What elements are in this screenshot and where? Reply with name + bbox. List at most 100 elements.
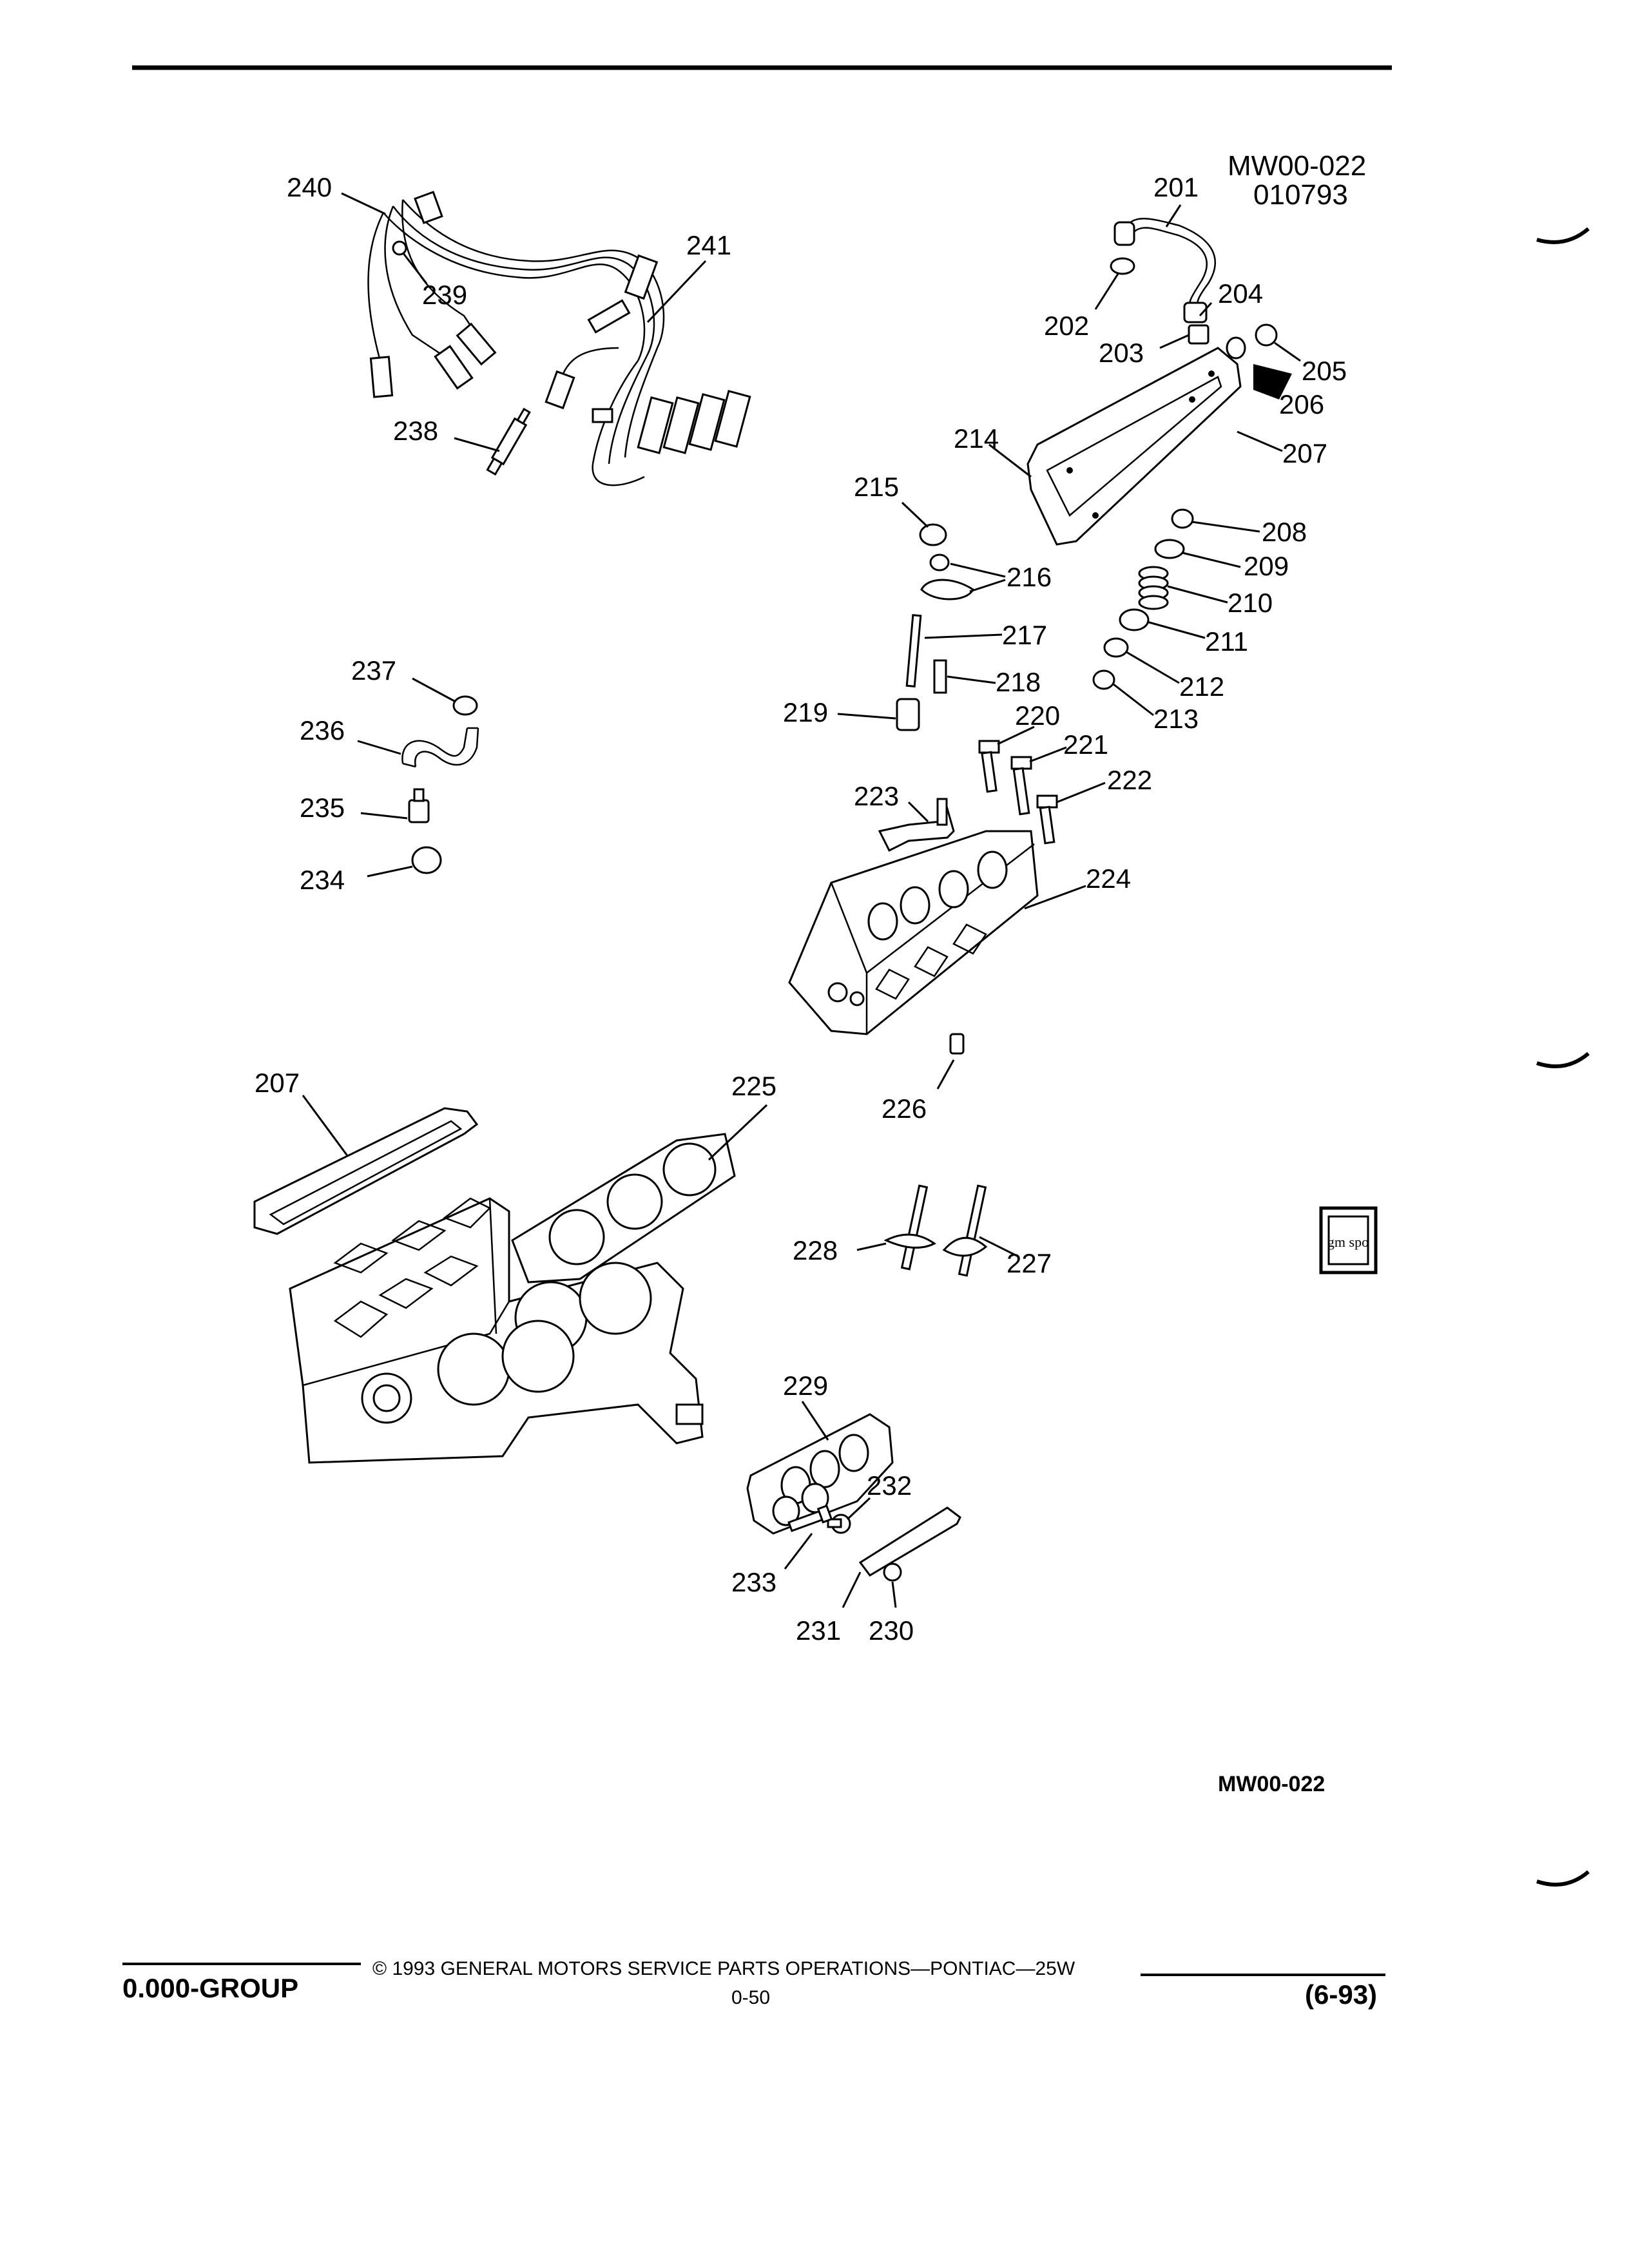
callout-227: 227 (1007, 1248, 1052, 1278)
leader-211 (1146, 620, 1206, 639)
callout-222: 222 (1107, 765, 1152, 795)
leader-234 (367, 865, 413, 878)
leader-216b (969, 579, 1006, 593)
callout-224: 224 (1086, 863, 1131, 894)
lifter-retainer-229 (746, 1413, 894, 1535)
callout-207: 207 (1282, 438, 1327, 468)
callout-209: 209 (1244, 551, 1289, 581)
callout-203: 203 (1099, 338, 1144, 368)
callout-232: 232 (867, 1470, 912, 1501)
callout-207-block: 207 (255, 1068, 300, 1098)
engine-block (289, 1197, 704, 1464)
leader-201 (1165, 204, 1182, 227)
callout-220: 220 (1015, 700, 1060, 731)
leader-227 (979, 1236, 1019, 1258)
leader-219 (837, 713, 896, 720)
callout-223: 223 (854, 781, 899, 811)
footer-group: 0.000-GROUP (122, 1973, 298, 2003)
nut-230 (883, 1562, 902, 1582)
valve-cover (1027, 347, 1242, 546)
bolt-220 (978, 740, 1000, 793)
leader-229 (801, 1401, 829, 1441)
illustration-ref: MW00-022 (1218, 1772, 1325, 1796)
spark-plug (486, 407, 531, 476)
rocker-arm-216 (920, 579, 974, 601)
callout-216: 216 (1007, 562, 1052, 592)
leader-215 (901, 501, 929, 528)
spark-plug-wire-harness (367, 191, 751, 486)
stud-218 (933, 659, 947, 694)
leader-207b (302, 1095, 349, 1157)
bolt-232 (827, 1514, 851, 1534)
leader-241 (646, 260, 707, 323)
leader-230 (891, 1581, 897, 1608)
callout-229: 229 (783, 1370, 828, 1401)
callout-236: 236 (300, 715, 345, 745)
ball-216 (929, 553, 950, 572)
footer-page: 0-50 (731, 1987, 770, 2008)
lifter-219 (896, 698, 920, 731)
plug-226 (949, 1033, 965, 1055)
callout-215: 215 (854, 472, 899, 502)
callout-221: 221 (1063, 729, 1108, 760)
leader-216a (950, 562, 1006, 578)
leader-202 (1094, 273, 1119, 310)
clamp-237 (452, 695, 478, 716)
leader-238 (454, 437, 500, 452)
sensor-235 (408, 788, 430, 823)
hose-236 (401, 727, 479, 768)
callout-234: 234 (300, 865, 345, 895)
leader-208 (1191, 521, 1260, 533)
spring-damper-211 (1119, 608, 1150, 631)
leader-232 (846, 1497, 871, 1521)
bolt-222 (1036, 794, 1058, 845)
callout-211: 211 (1205, 626, 1248, 657)
leader-214 (988, 443, 1032, 478)
cylinder-head (788, 830, 1039, 1035)
callout-218: 218 (996, 667, 1041, 697)
gmspo-logo: gm spo (1319, 1206, 1378, 1274)
binding-mark-2 (1536, 1052, 1590, 1068)
binding-mark-3 (1536, 1870, 1590, 1887)
callout-226: 226 (882, 1093, 927, 1124)
callout-238: 238 (393, 416, 438, 446)
leader-225 (708, 1104, 768, 1161)
leader-212 (1126, 651, 1180, 684)
callout-233: 233 (731, 1567, 776, 1597)
binding-mark-1 (1536, 227, 1590, 244)
leader-210 (1167, 585, 1228, 604)
leader-237 (412, 677, 455, 702)
grommet-202 (1110, 257, 1135, 275)
valve-lock-208 (1171, 508, 1194, 529)
arrow-206 (1253, 364, 1292, 399)
nut-215 (919, 523, 947, 546)
figure-date: 010793 (1253, 179, 1348, 211)
pcv-tube (1113, 218, 1216, 323)
leader-239 (401, 252, 428, 284)
valve-spring-210 (1138, 566, 1169, 610)
leader-213 (1113, 683, 1154, 716)
pushrod-217 (905, 614, 922, 687)
leader-235 (360, 812, 408, 820)
leader-222 (1056, 782, 1106, 803)
callout-228: 228 (793, 1235, 838, 1265)
leader-240 (341, 192, 386, 215)
spring-cap-209 (1154, 539, 1185, 559)
leader-209 (1182, 552, 1241, 568)
valve-228 (883, 1184, 936, 1271)
svg-text:gm spo: gm spo (1327, 1234, 1369, 1250)
leader-220 (997, 726, 1035, 745)
leader-228 (856, 1242, 887, 1251)
leader-218 (947, 675, 996, 684)
leader-226 (936, 1059, 955, 1090)
pcv-valve-203 (1188, 324, 1210, 345)
leader-233 (784, 1533, 813, 1570)
callout-213: 213 (1153, 704, 1199, 734)
callout-237: 237 (351, 655, 396, 686)
callout-235: 235 (300, 793, 345, 823)
head-gasket (511, 1133, 736, 1283)
footer-date-code: (6-93) (1305, 1979, 1377, 2010)
callout-206: 206 (1279, 389, 1324, 419)
callout-205: 205 (1302, 356, 1347, 386)
baffle-231 (858, 1506, 961, 1577)
